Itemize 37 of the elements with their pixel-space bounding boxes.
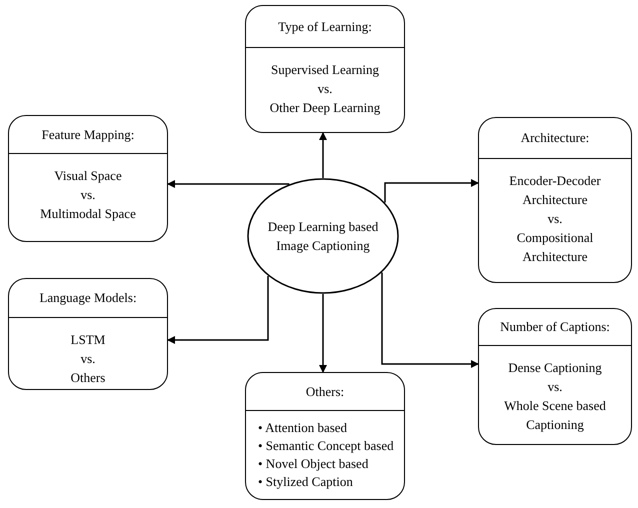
category-box xyxy=(478,308,632,445)
list-item: • Attention based xyxy=(258,419,348,437)
list-item: • Stylized Caption xyxy=(258,473,353,491)
box-heading: Feature Mapping: xyxy=(42,126,134,144)
arrow xyxy=(167,180,290,188)
box-text: Whole Scene based Captioning xyxy=(503,397,607,434)
center-label: Deep Learning based Image Captioning xyxy=(266,218,380,255)
box-heading: Number of Captions: xyxy=(500,318,610,336)
list-item: • Novel Object based xyxy=(258,455,368,473)
box-text: Others xyxy=(70,369,106,387)
box-text: vs. xyxy=(80,350,96,368)
box-text: Supervised Learning xyxy=(271,61,379,79)
box-text: vs. xyxy=(80,186,96,204)
box-text: vs. xyxy=(548,378,562,396)
box-text: vs. xyxy=(548,210,562,228)
box-heading: Language Models: xyxy=(39,289,137,308)
list-item: • Semantic Concept based xyxy=(258,437,394,455)
box-text: Dense Captioning xyxy=(508,359,602,377)
box-heading: Others: xyxy=(306,382,344,401)
box-heading: Architecture: xyxy=(520,129,590,148)
arrow xyxy=(319,132,327,178)
box-text: LSTM xyxy=(70,331,106,349)
category-box xyxy=(8,278,168,390)
box-text: Visual Space xyxy=(54,167,122,185)
arrow xyxy=(167,276,269,344)
box-text: Other Deep Learning xyxy=(270,99,380,117)
category-box xyxy=(8,115,168,242)
category-box xyxy=(245,5,405,133)
arrow xyxy=(384,179,479,202)
box-text: Compositional Architecture xyxy=(516,229,594,266)
category-box xyxy=(245,372,405,500)
box-text: Multimodal Space xyxy=(40,205,136,223)
arrow xyxy=(381,272,479,368)
arrow xyxy=(319,294,327,373)
box-heading: Type of Learning: xyxy=(278,18,372,36)
box-text: vs. xyxy=(318,80,332,98)
category-box xyxy=(478,117,632,283)
